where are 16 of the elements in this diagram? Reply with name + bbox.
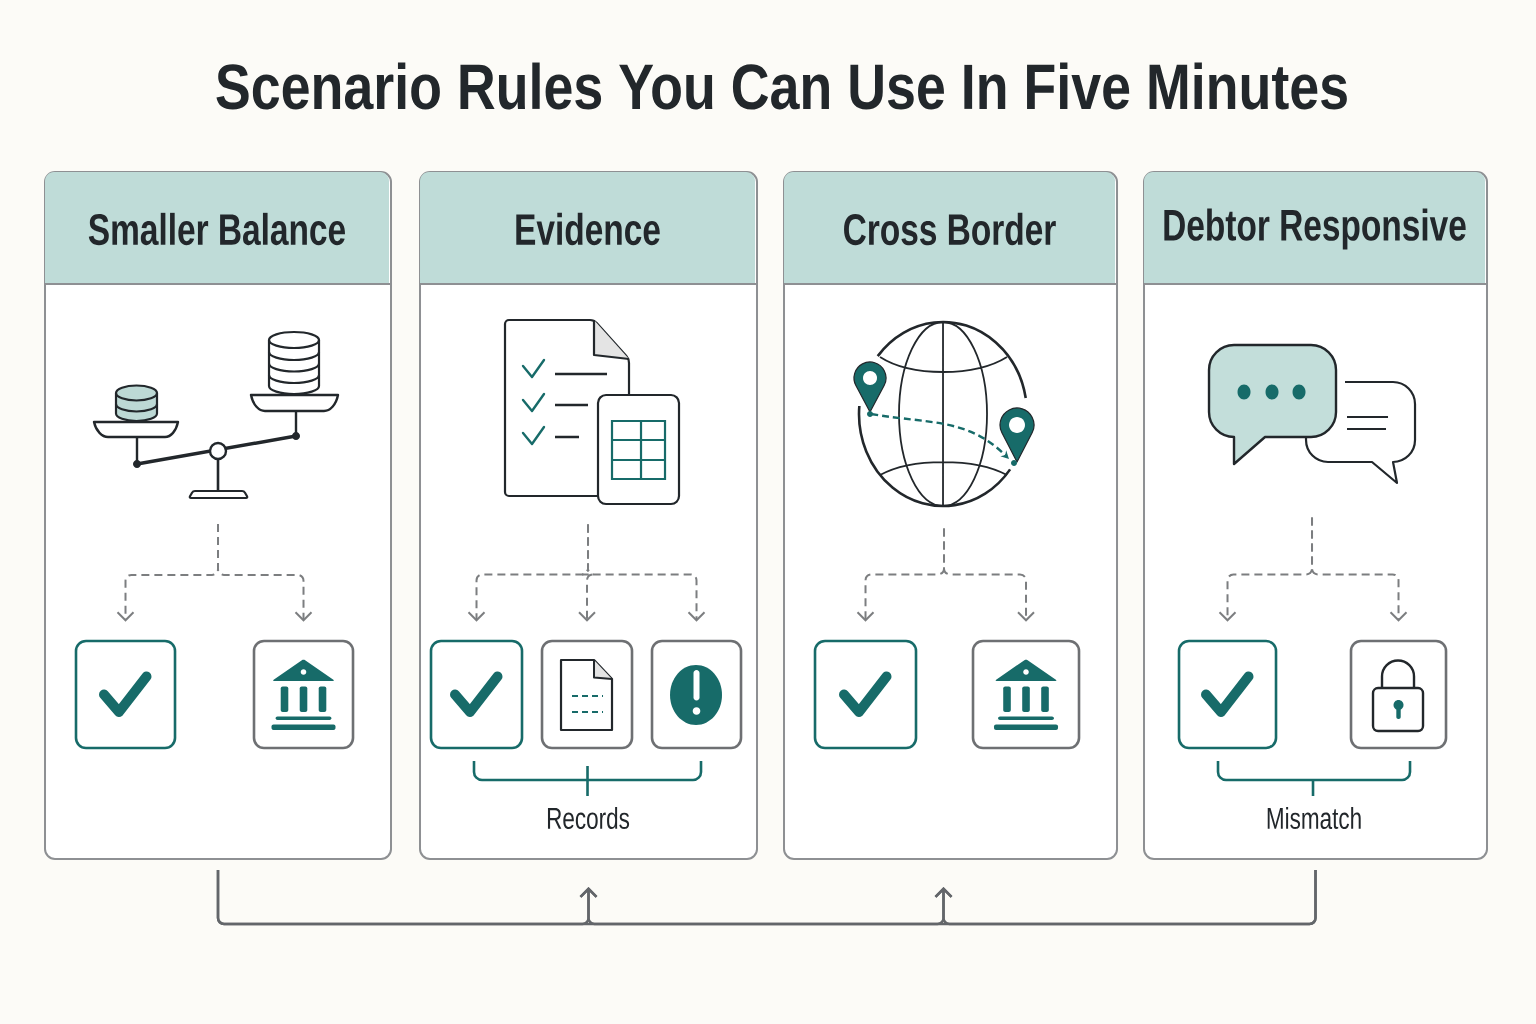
panel-header: Cross Border	[782, 172, 1117, 285]
panel-header: Debtor Responsive	[1142, 172, 1487, 285]
dashed-arrow	[943, 527, 1035, 622]
dashed-arrow	[587, 523, 706, 622]
connector-arrow	[934, 870, 1317, 926]
globe-drawing	[853, 320, 1035, 508]
title: Scenario Rules You Can Use In Five Minutes	[216, 62, 1347, 110]
balance-scale-drawing	[92, 330, 340, 500]
panel-header: Evidence	[418, 172, 757, 285]
dashed-arrow	[1311, 516, 1408, 622]
documents-drawing	[503, 318, 681, 506]
chat-bubbles-drawing	[1207, 343, 1417, 485]
panel-header: Smaller Balance	[43, 172, 391, 285]
dashed-arrow	[217, 522, 313, 622]
bracket-label: Records	[547, 807, 630, 829]
bracket-label: Mismatch	[1267, 807, 1361, 829]
